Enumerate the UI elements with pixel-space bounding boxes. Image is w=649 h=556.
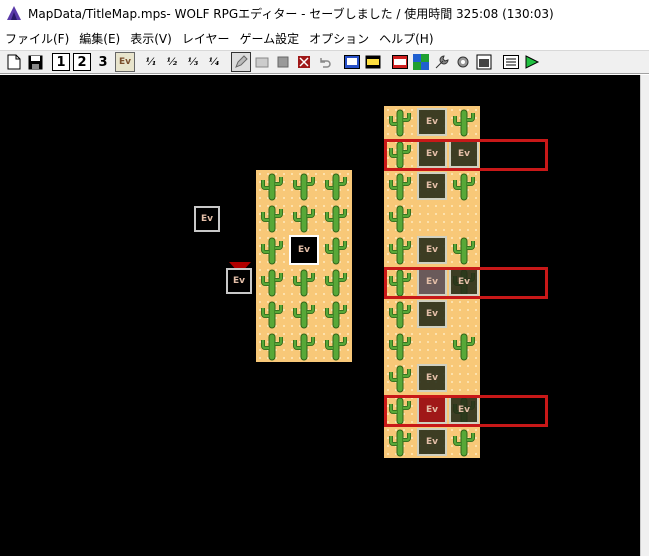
sand-tile-block — [256, 170, 352, 362]
cactus-icon — [453, 109, 475, 137]
cactus-icon — [325, 173, 347, 201]
zoom-1-icon[interactable]: ⅟₁ — [145, 56, 157, 68]
layer-3-button[interactable]: 3 — [98, 54, 108, 70]
wrench-icon[interactable] — [432, 52, 452, 72]
cactus-icon — [261, 205, 283, 233]
cactus-icon — [453, 333, 475, 361]
cactus-icon — [325, 269, 347, 297]
menu-help[interactable]: ヘルプ(H) — [379, 31, 434, 46]
cactus-icon — [293, 333, 315, 361]
cactus-icon — [261, 301, 283, 329]
end-icon[interactable] — [363, 52, 383, 72]
list-icon[interactable] — [501, 52, 521, 72]
cactus-icon — [261, 333, 283, 361]
undo-icon[interactable] — [315, 52, 335, 72]
zoom-3-icon[interactable]: ⅟₃ — [187, 56, 199, 68]
map-icon[interactable] — [474, 52, 494, 72]
cog-icon[interactable] — [453, 52, 473, 72]
cactus-icon — [261, 269, 283, 297]
cactus-icon — [325, 301, 347, 329]
event-marker[interactable]: Ev — [417, 300, 447, 328]
cactus-icon — [453, 429, 475, 457]
cactus-icon — [293, 205, 315, 233]
cactus-icon — [261, 173, 283, 201]
cactus-icon — [325, 205, 347, 233]
window-title: MapData/TitleMap.mps- WOLF RPGエディター - セー… — [28, 6, 554, 21]
pencil-icon[interactable] — [231, 52, 251, 72]
cactus-icon — [389, 333, 411, 361]
event-marker[interactable]: Ev — [417, 172, 447, 200]
sys-db-icon[interactable] — [390, 52, 410, 72]
map-canvas[interactable]: Ev Ev Ev Ev Ev Ev Ev Ev Ev Ev Ev Ev Ev E… — [0, 75, 640, 556]
menu-edit[interactable]: 編集(E) — [79, 31, 121, 46]
toolbar: 1 2 3 Ev ⅟₁ ⅟₂ ⅟₃ ⅟₄ — [0, 50, 649, 74]
cactus-icon — [261, 237, 283, 265]
zoom-4-icon[interactable]: ⅟₄ — [208, 56, 220, 68]
cactus-icon — [293, 301, 315, 329]
event-marker[interactable]: Ev — [417, 364, 447, 392]
cactus-icon — [389, 173, 411, 201]
zoom-2-icon[interactable]: ⅟₂ — [166, 56, 178, 68]
color-grid-icon[interactable] — [411, 52, 431, 72]
cactus-icon — [325, 333, 347, 361]
cactus-icon — [389, 269, 411, 297]
play-icon[interactable] — [522, 52, 542, 72]
highlight-rectangle — [384, 139, 548, 171]
event-marker[interactable]: Ev — [417, 236, 447, 264]
highlight-rectangle — [384, 267, 548, 299]
cactus-icon — [389, 237, 411, 265]
shadow-icon[interactable] — [294, 52, 314, 72]
menu-file[interactable]: ファイル(F) — [5, 31, 70, 46]
event-marker[interactable]: Ev — [417, 428, 447, 456]
layer-1-button[interactable]: 1 — [52, 53, 70, 71]
cactus-icon — [389, 301, 411, 329]
event-layer-button[interactable]: Ev — [115, 52, 135, 72]
cactus-icon — [293, 269, 315, 297]
layer-2-button[interactable]: 2 — [73, 53, 91, 71]
menu-options[interactable]: オプション — [309, 31, 370, 46]
save-icon[interactable] — [25, 52, 45, 72]
cactus-icon — [325, 237, 347, 265]
cactus-icon — [453, 173, 475, 201]
cactus-icon — [389, 141, 411, 169]
wolf-app-icon — [7, 6, 21, 20]
event-marker[interactable]: Ev — [417, 108, 447, 136]
title-bar: MapData/TitleMap.mps- WOLF RPGエディター - セー… — [0, 0, 649, 26]
menu-view[interactable]: 表示(V) — [130, 31, 172, 46]
menu-bar: ファイル(F) 編集(E) 表示(V) レイヤー ゲーム設定 オプション ヘルプ… — [0, 28, 649, 48]
cactus-icon — [453, 237, 475, 265]
event-marker[interactable]: Ev — [226, 268, 252, 294]
event-marker[interactable]: Ev — [289, 235, 319, 265]
cactus-icon — [389, 429, 411, 457]
fill-icon[interactable] — [273, 52, 293, 72]
menu-game-settings[interactable]: ゲーム設定 — [239, 31, 300, 46]
cactus-icon — [389, 205, 411, 233]
cactus-icon — [389, 109, 411, 137]
vertical-scrollbar[interactable] — [640, 75, 649, 556]
rect-fill-icon[interactable] — [252, 52, 272, 72]
cactus-icon — [293, 173, 315, 201]
cactus-icon — [389, 365, 411, 393]
event-marker[interactable]: Ev — [194, 206, 220, 232]
map-select-icon[interactable] — [342, 52, 362, 72]
new-file-icon[interactable] — [4, 52, 24, 72]
event-marker[interactable]: Ev — [417, 140, 447, 168]
menu-layer[interactable]: レイヤー — [181, 31, 230, 46]
highlight-rectangle — [384, 395, 548, 427]
